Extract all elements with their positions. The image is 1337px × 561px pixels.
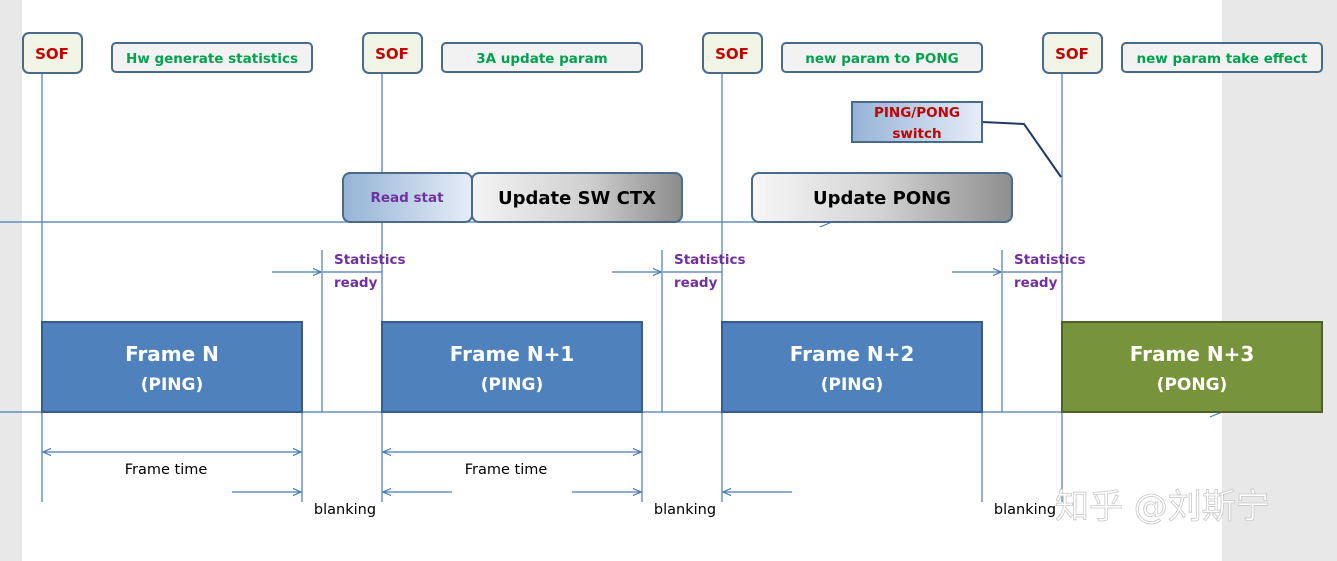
callout-text: Hw generate statistics: [126, 51, 298, 67]
ping-pong-switch-box: PING/PONG switch: [851, 101, 983, 143]
frame-box-n3: Frame N+3 (PONG): [1061, 321, 1323, 413]
page-background: [22, 0, 1222, 561]
frame-time-label-2: Frame time: [465, 462, 548, 478]
sof-label: SOF: [1055, 45, 1089, 63]
sof-label: SOF: [35, 45, 69, 63]
sof-marker-2: SOF: [362, 32, 423, 74]
task-label: Update PONG: [813, 188, 951, 209]
task-update-pong: Update PONG: [751, 172, 1013, 223]
callout-param-to-pong: new param to PONG: [781, 42, 983, 73]
sof-label: SOF: [375, 45, 409, 63]
statistics-line-2: ready: [674, 275, 718, 291]
frame-buffer: (PING): [481, 375, 544, 395]
sof-marker-1: SOF: [22, 32, 83, 74]
statistics-line-1: Statistics: [1014, 252, 1086, 268]
frame-box-n1: Frame N+1 (PING): [381, 321, 643, 413]
statistics-line-1: Statistics: [674, 252, 746, 268]
frame-buffer: (PING): [821, 375, 884, 395]
frame-title: Frame N+2: [790, 342, 915, 366]
statistics-ready-label-2: Statistics ready: [674, 252, 746, 291]
task-label: Update SW CTX: [498, 188, 656, 209]
blanking-label-2: blanking: [654, 502, 716, 518]
statistics-line-2: ready: [334, 275, 378, 291]
frame-title: Frame N: [125, 342, 219, 366]
frame-box-n: Frame N (PING): [41, 321, 303, 413]
watermark: 知乎 @刘斯宁: [1055, 487, 1270, 527]
callout-text: new param take effect: [1137, 51, 1309, 67]
statistics-ready-label-3: Statistics ready: [1014, 252, 1086, 291]
callout-text: new param to PONG: [805, 51, 958, 67]
statistics-line-1: Statistics: [334, 252, 406, 268]
callout-update-param: 3A update param: [441, 42, 643, 73]
frame-time-label-1: Frame time: [125, 462, 208, 478]
frame-title: Frame N+1: [450, 342, 575, 366]
task-read-stat: Read stat: [342, 172, 473, 223]
sof-marker-4: SOF: [1042, 32, 1103, 74]
sof-marker-3: SOF: [702, 32, 763, 74]
sof-label: SOF: [715, 45, 749, 63]
task-label: Read stat: [370, 190, 444, 206]
callout-take-effect: new param take effect: [1121, 42, 1323, 73]
statistics-ready-label-1: Statistics ready: [334, 252, 406, 291]
task-update-sw-ctx: Update SW CTX: [471, 172, 683, 223]
statistics-line-2: ready: [1014, 275, 1058, 291]
switch-line-2: switch: [892, 126, 941, 142]
blanking-label-3: blanking: [994, 502, 1056, 518]
frame-box-n2: Frame N+2 (PING): [721, 321, 983, 413]
blanking-label-1: blanking: [314, 502, 376, 518]
callout-text: 3A update param: [476, 51, 608, 67]
frame-buffer: (PONG): [1157, 375, 1228, 395]
callout-hw-stats: Hw generate statistics: [111, 42, 313, 73]
frame-title: Frame N+3: [1130, 342, 1255, 366]
frame-buffer: (PING): [141, 375, 204, 395]
switch-connector: [981, 121, 1062, 178]
switch-line-1: PING/PONG: [874, 105, 960, 121]
